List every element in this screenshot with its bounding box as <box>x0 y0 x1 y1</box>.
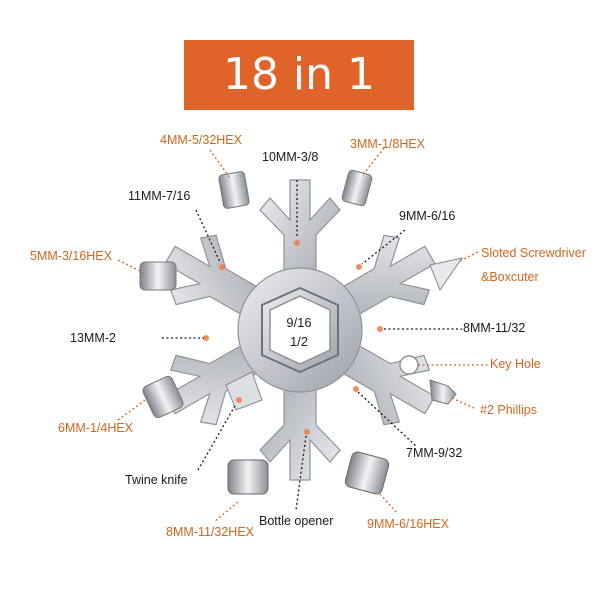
label-wrench-13mm: 13MM-2 <box>70 331 116 345</box>
center-size-top: 9/16 <box>286 315 311 330</box>
label-hex-4mm: 4MM-5/32HEX <box>160 133 242 147</box>
label-hex-3mm: 3MM-1/8HEX <box>350 137 426 151</box>
phillips-bit <box>429 379 457 405</box>
hex-bit-5mm <box>139 261 177 291</box>
hex-bit-6mm <box>142 375 184 419</box>
label-bottle-opener: Bottle opener <box>259 514 334 528</box>
leader-lines <box>117 147 488 523</box>
center-size-bottom: 1/2 <box>290 334 308 349</box>
label-wrench-10mm: 10MM-3/8 <box>262 150 319 164</box>
hex-bit-8mm <box>227 459 269 495</box>
hex-bit-4mm <box>218 171 250 209</box>
label-boxcutter: &Boxcuter <box>481 270 539 284</box>
snowflake-arm <box>259 359 341 481</box>
label-wrench-11mm: 11MM-7/16 <box>128 189 191 203</box>
label-wrench-9mm: 9MM-6/16 <box>399 209 456 223</box>
highlight-dots <box>203 240 383 435</box>
label-hex-6mm: 6MM-1/4HEX <box>58 421 134 435</box>
twine-knife-blade <box>225 371 263 411</box>
page-title: 18 in 1 <box>222 49 376 100</box>
slotted-screwdriver-blade <box>429 257 464 292</box>
hex-bit-3mm <box>341 169 373 207</box>
label-hex-8mm: 8MM-11/32HEX <box>166 525 254 539</box>
key-hole <box>399 355 419 375</box>
label-phillips: #2 Phillips <box>480 403 537 417</box>
label-hex-5mm: 5MM-3/16HEX <box>30 249 112 263</box>
label-wrench-7mm: 7MM-9/32 <box>406 446 463 460</box>
hex-bit-9mm <box>344 451 390 495</box>
label-wrench-8mm: 8MM-11/32 <box>463 321 526 335</box>
label-twine-knife: Twine knife <box>125 473 188 487</box>
title-banner: 18 in 1 <box>184 40 414 110</box>
label-hex-9mm: 9MM-6/16HEX <box>367 517 449 531</box>
label-slotted-screwdriver: Sloted Screwdriver <box>481 246 586 260</box>
snowflake-arm <box>259 179 341 301</box>
label-key-hole: Key Hole <box>490 357 541 371</box>
